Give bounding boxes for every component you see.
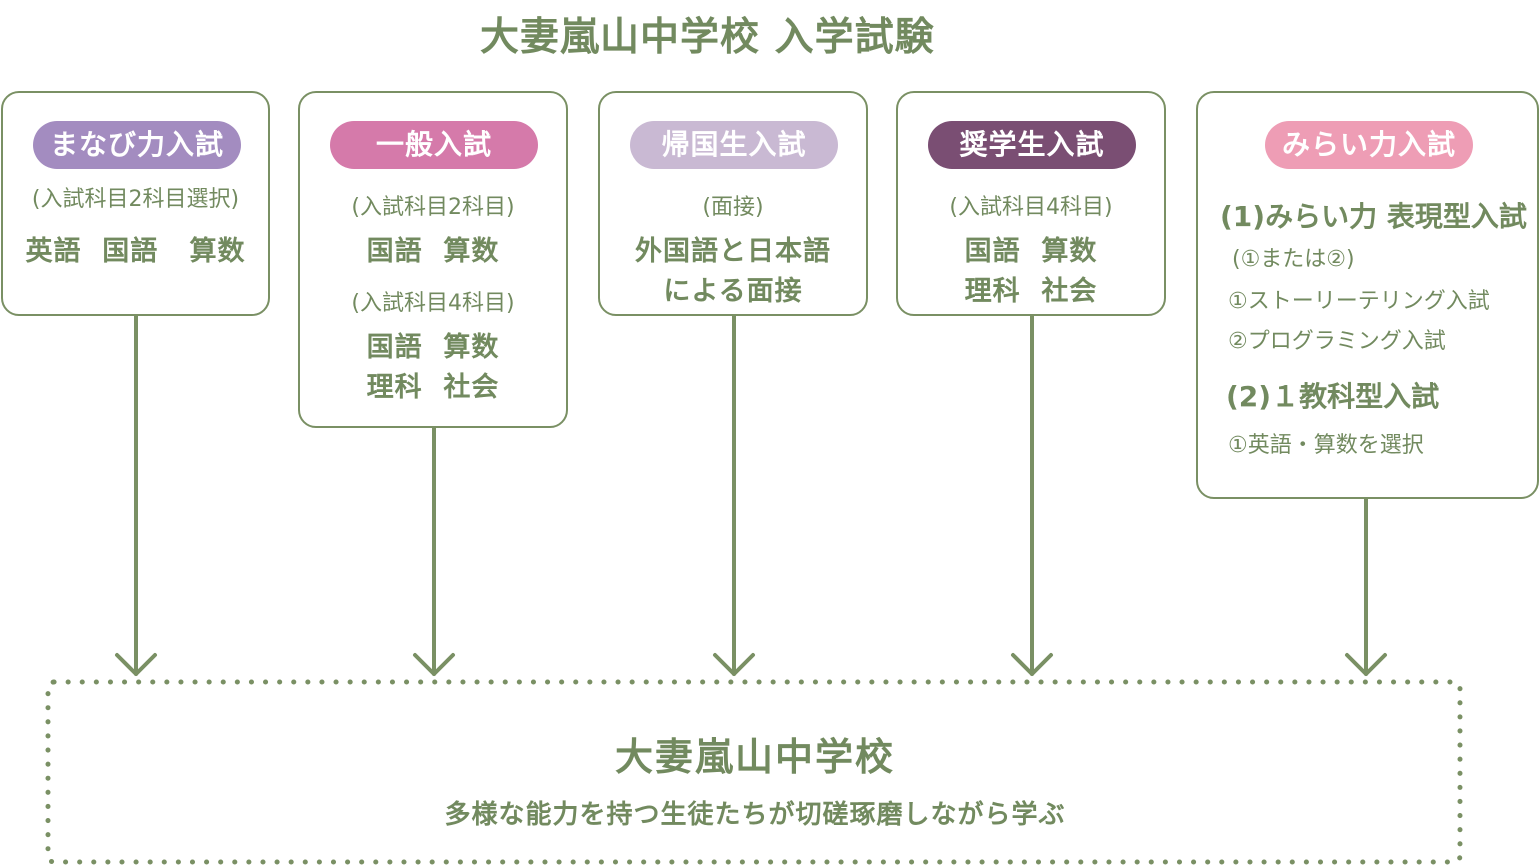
page-title: 大妻嵐山中学校 入学試験 <box>480 15 935 60</box>
exam-box-shogaku: 奨学生入試 (入試科目4科目) 国語 算数 理科 社会 <box>896 91 1166 316</box>
school-description: 多様な能力を持つ生徒たちが切磋琢磨しながら学ぶ <box>444 800 1066 830</box>
exam-box-ippan: 一般入試 (入試科目2科目) 国語 算数 (入試科目4科目) 国語 算数 理科 … <box>298 91 568 428</box>
exam-subject-note: (面接) <box>702 195 764 220</box>
exam-label-ippan: 一般入試 <box>330 121 538 169</box>
exam-course-note: (①または②) <box>1232 247 1355 272</box>
exam-box-manabi: まなび力入試 (入試科目2科目選択) 英語 国語 算数 <box>1 91 270 316</box>
exam-course-heading: (1)みらい力 表現型入試 <box>1220 200 1527 233</box>
exam-course-item: ①英語・算数を選択 <box>1228 433 1424 458</box>
arrowhead <box>713 653 755 676</box>
exam-subjects: による面接 <box>663 276 803 307</box>
exam-subjects: 国語 算数 <box>366 332 500 363</box>
exam-label-manabi: まなび力入試 <box>33 121 241 169</box>
exam-course-item: ②プログラミング入試 <box>1228 329 1446 354</box>
exam-course-item: ①ストーリーテリング入試 <box>1228 289 1490 314</box>
exam-subjects: 国語 算数 <box>964 236 1098 267</box>
school-dotted-box <box>45 679 1463 865</box>
exam-subjects: 理科 社会 <box>964 276 1098 307</box>
exam-subjects: 英語 国語 算数 <box>25 236 246 267</box>
exam-subject-note: (入試科目4科目) <box>949 195 1113 220</box>
exam-subject-note: (入試科目4科目) <box>351 291 515 316</box>
exam-subject-note: (入試科目2科目) <box>351 195 515 220</box>
school-name: 大妻嵐山中学校 <box>614 735 895 779</box>
exam-label-mirai: みらい力入試 <box>1265 121 1473 169</box>
arrowhead <box>413 653 455 676</box>
arrowhead <box>1011 653 1053 676</box>
arrowhead <box>1345 653 1387 676</box>
exam-box-kikoku: 帰国生入試 (面接) 外国語と日本語 による面接 <box>598 91 868 316</box>
exam-subject-note: (入試科目2科目選択) <box>31 187 240 212</box>
arrowhead <box>115 653 157 676</box>
exam-subjects: 国語 算数 <box>366 236 500 267</box>
exam-subjects: 理科 社会 <box>366 372 500 403</box>
exam-label-shogaku: 奨学生入試 <box>928 121 1136 169</box>
exam-course-heading: (2)１教科型入試 <box>1226 380 1440 413</box>
exam-box-mirai: みらい力入試 (1)みらい力 表現型入試 (①または②) ①ストーリーテリング入… <box>1196 91 1539 499</box>
exam-label-kikoku: 帰国生入試 <box>630 121 838 169</box>
exam-subjects: 外国語と日本語 <box>635 236 831 267</box>
